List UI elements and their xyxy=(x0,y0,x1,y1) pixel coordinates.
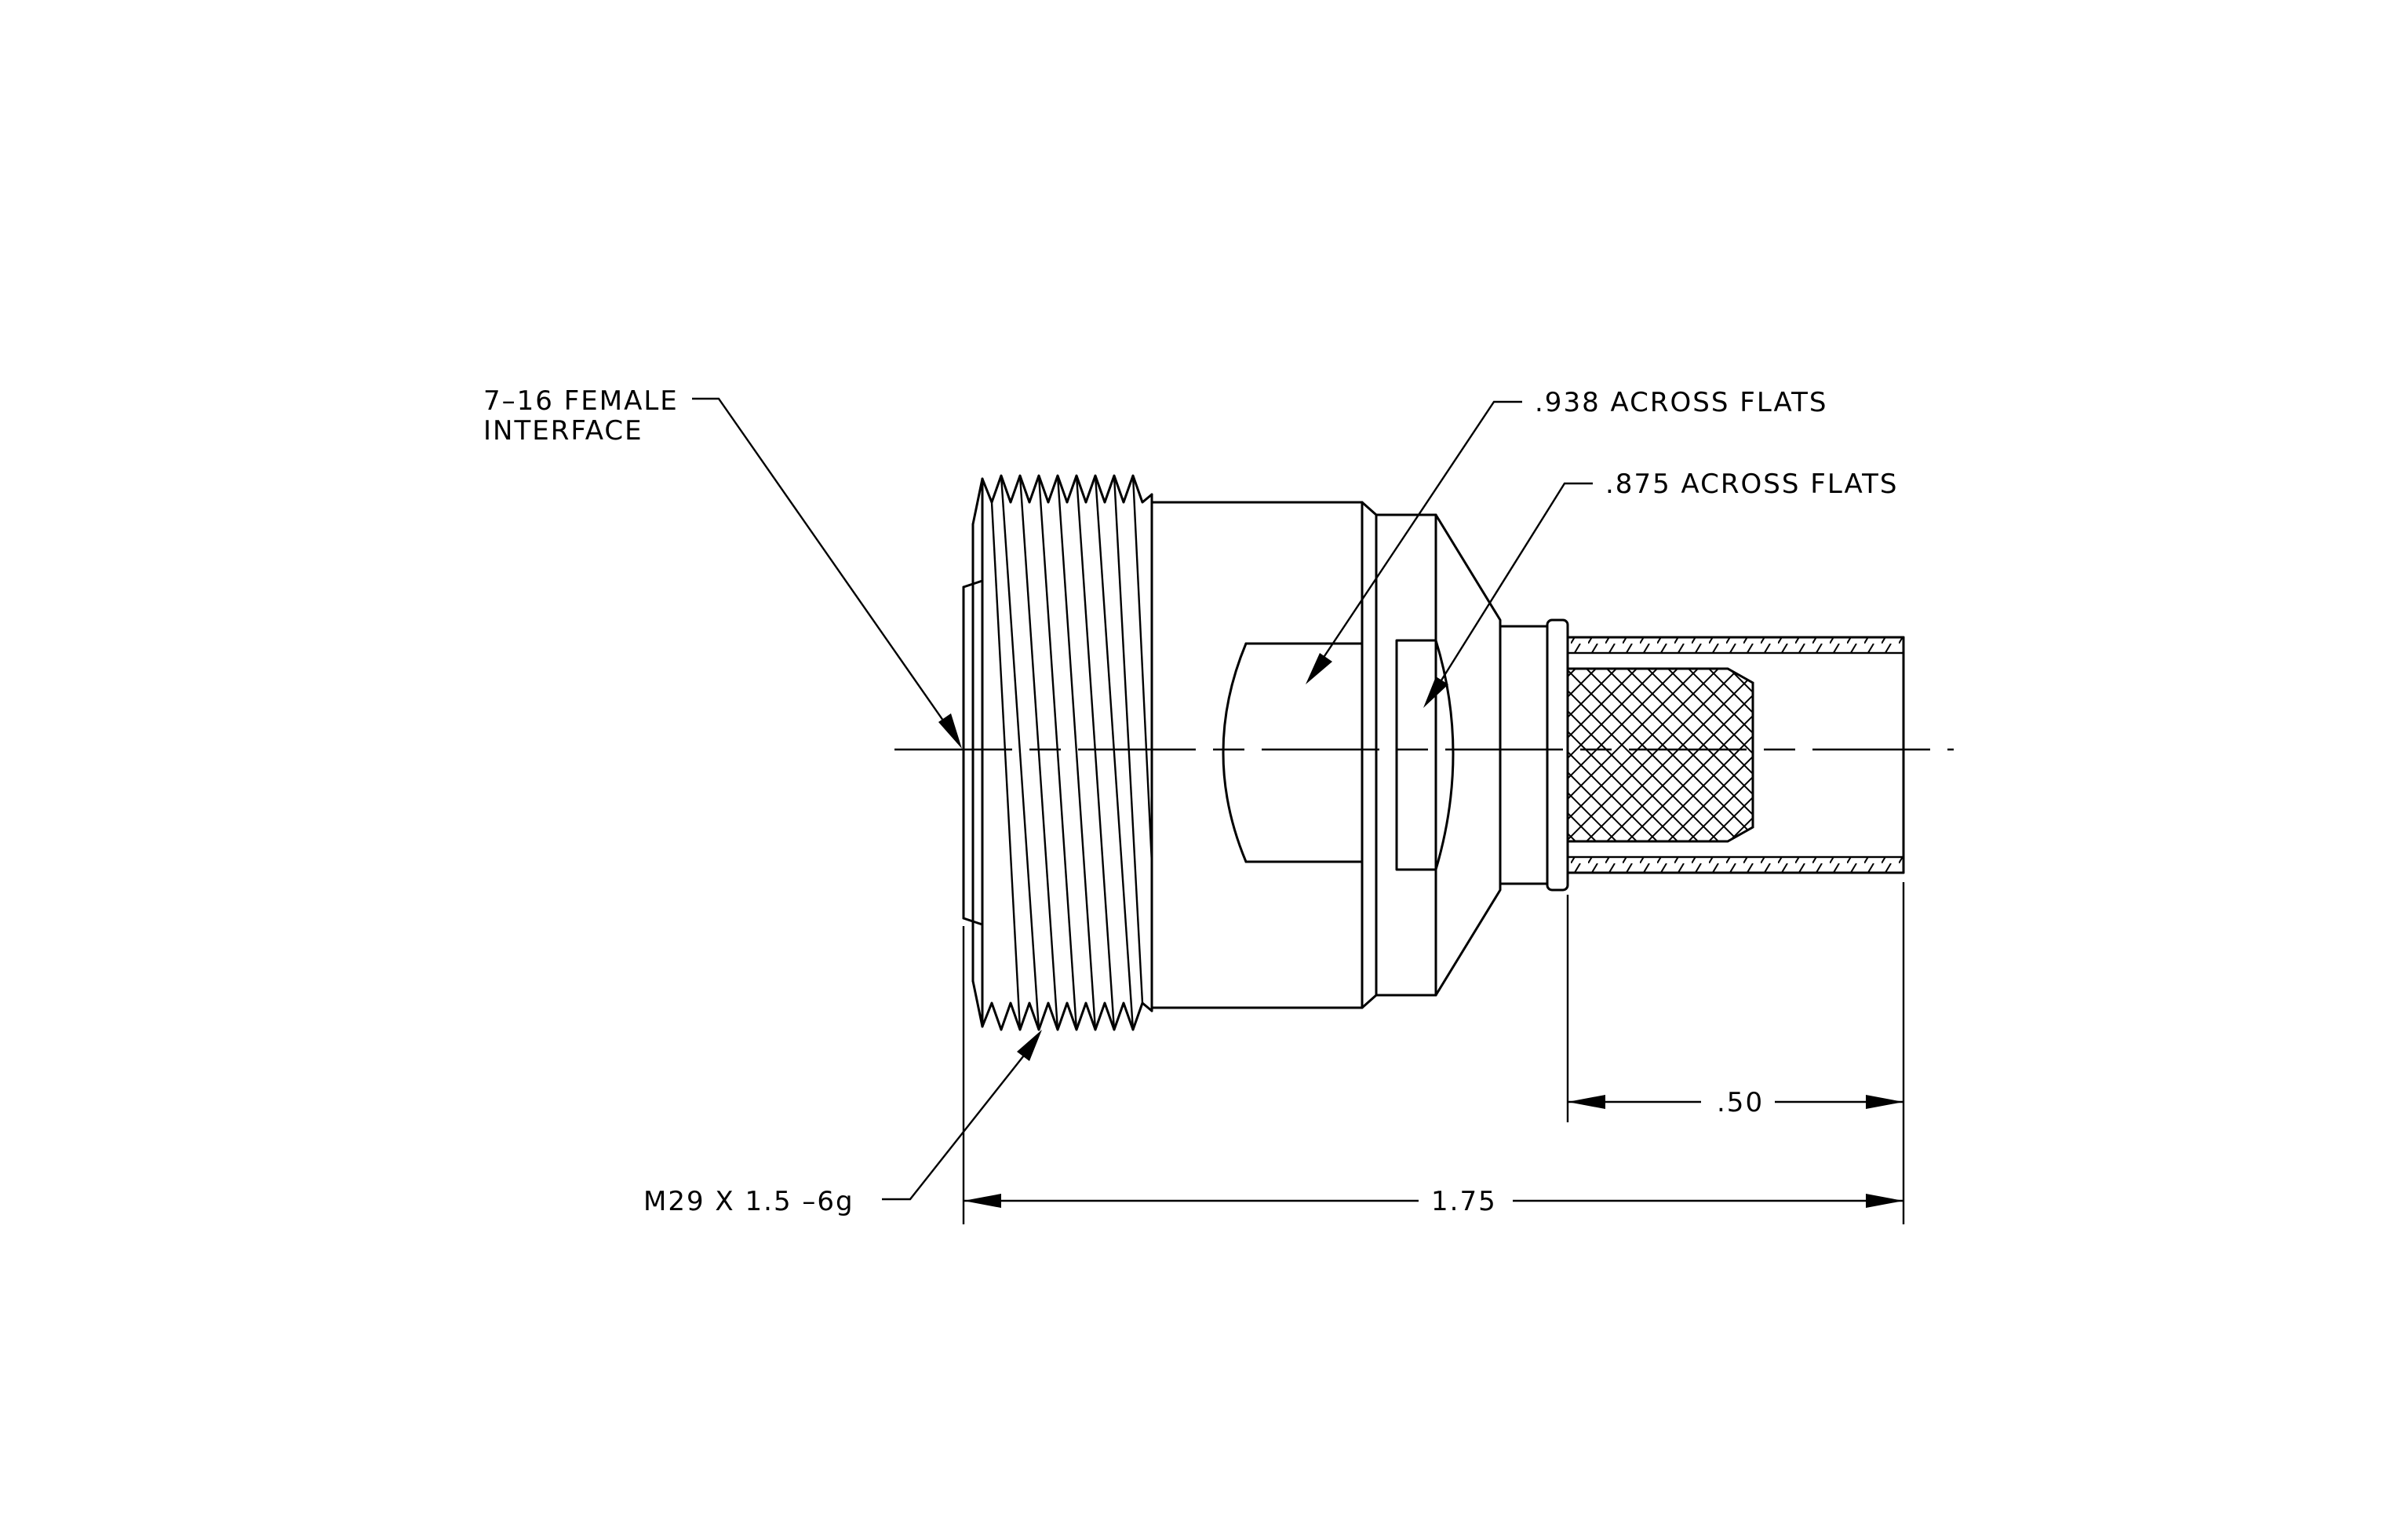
leader-thread: M29 X 1.5 –6g xyxy=(643,1030,1042,1217)
label-938-flats: .938 ACROSS FLATS xyxy=(1535,387,1828,418)
label-interface-line1: 7–16 FEMALE xyxy=(483,385,679,417)
neck xyxy=(1499,625,1549,885)
collar xyxy=(1546,618,1569,892)
label-interface-line2: INTERFACE xyxy=(483,415,643,447)
label-thread: M29 X 1.5 –6g xyxy=(643,1186,854,1217)
hex-body xyxy=(1150,501,1364,1009)
dimension-175: 1.75 xyxy=(964,1186,1903,1217)
dimension-050-label: .50 xyxy=(1717,1087,1764,1118)
extension-lines xyxy=(962,882,1905,1224)
label-875-flats: .875 ACROSS FLATS xyxy=(1605,469,1899,500)
thread-section xyxy=(971,474,1153,1031)
step-ring xyxy=(1361,501,1378,1009)
dimension-050: .50 xyxy=(1568,1087,1903,1118)
back-nut xyxy=(1375,513,1502,997)
leader-875-flats: .875 ACROSS FLATS xyxy=(1423,469,1899,708)
leader-938-flats: .938 ACROSS FLATS xyxy=(1306,387,1828,684)
cable-braid xyxy=(1566,667,1754,843)
leader-interface: 7–16 FEMALE INTERFACE xyxy=(483,385,962,749)
dimension-175-label: 1.75 xyxy=(1431,1186,1497,1217)
ferrule xyxy=(1566,636,1905,874)
